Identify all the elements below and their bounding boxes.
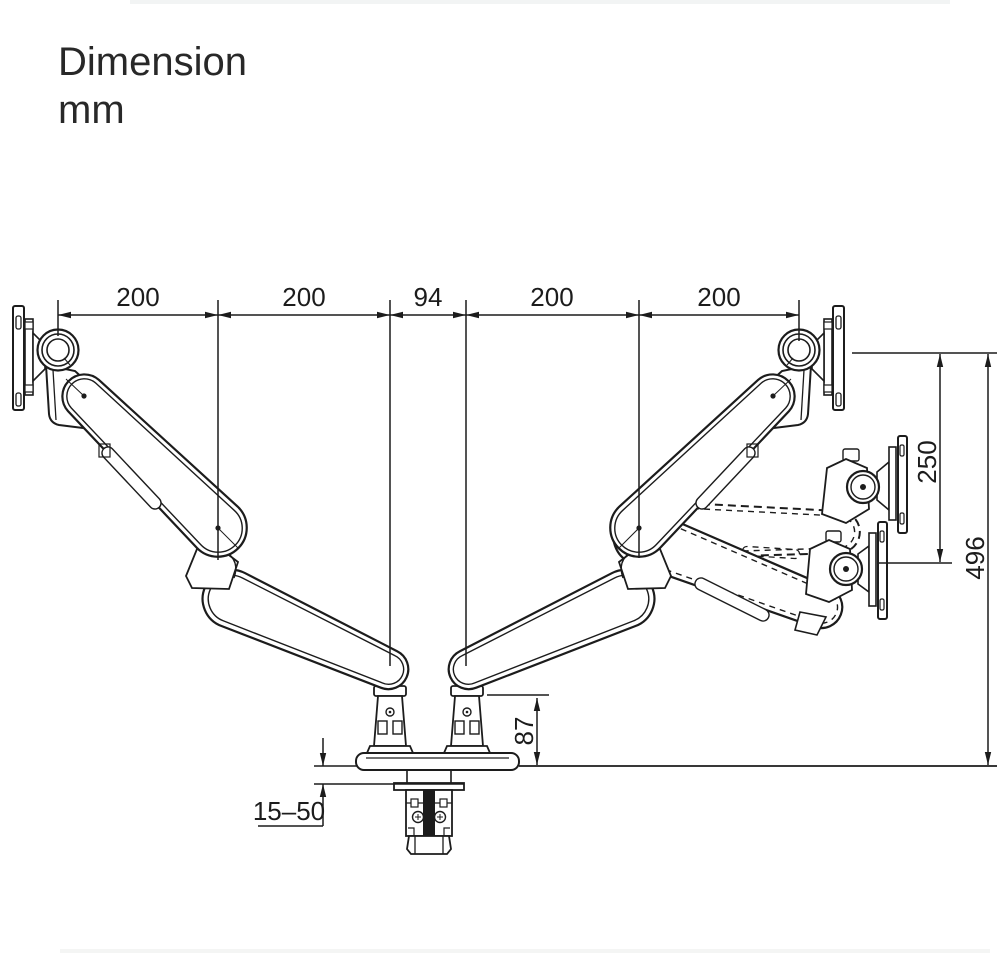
- alt-lowered-vesa-slot-bottom: [879, 598, 885, 611]
- post-cutout-left: [377, 720, 388, 735]
- dim-label-clamp-range: 15–50: [253, 796, 325, 826]
- dimension-arrowhead: [58, 311, 71, 319]
- dimension-arrowhead: [390, 311, 403, 319]
- alt-horizontal-vesa-plate: [897, 435, 908, 534]
- dim-label-496: 496: [960, 536, 990, 579]
- alt-horizontal-vesa-slot-top: [899, 444, 905, 457]
- left-ball-split-line: [63, 357, 71, 366]
- right-arm-assembly: [447, 304, 846, 691]
- left-ball-core: [46, 338, 70, 362]
- alt-lowered-vesa-slot-top: [879, 530, 885, 543]
- right-shoulder-post: [443, 685, 491, 754]
- dimension-arrowhead: [984, 752, 992, 765]
- alt-horizontal-pivot-dot: [860, 484, 866, 490]
- dim-label-200-right-outer: 200: [697, 282, 740, 312]
- left-forearm-outline: [201, 568, 410, 691]
- right-dimension-lines: [852, 352, 997, 765]
- dim-label-200-left-inner: 200: [282, 282, 325, 312]
- left-forearm-inner: [207, 574, 405, 686]
- dim-label-250: 250: [912, 440, 942, 483]
- dimension-arrowhead: [319, 784, 327, 797]
- post-cutout-right: [392, 720, 403, 735]
- post-screw-dot: [388, 710, 392, 714]
- unit-label: mm: [58, 88, 125, 132]
- clamp-screw-left-cross: [415, 814, 421, 820]
- left-top-pivot-leader: [65, 378, 85, 397]
- clamp-jaw-lines: [414, 836, 444, 854]
- alt-lowered-pivot-dot: [843, 566, 849, 572]
- clamp-stem: [406, 770, 452, 783]
- dimension-arrows: [58, 311, 992, 797]
- dimension-arrowhead: [218, 311, 231, 319]
- dimension-arrowhead: [984, 354, 992, 367]
- clamp-lead-screw: [423, 790, 435, 836]
- page-title: Dimension: [58, 40, 247, 84]
- left-head-bracket-seam: [52, 369, 57, 421]
- dimension-arrowhead: [533, 698, 541, 711]
- desk-clamp-assembly: [355, 752, 520, 855]
- clamp-notch-right: [439, 798, 448, 808]
- base-plate: [355, 752, 520, 771]
- left-adapter-bar: [24, 318, 34, 396]
- alt-lowered-monitor-mount: [805, 521, 888, 620]
- dimension-arrowhead: [626, 311, 639, 319]
- left-vesa-slot-top: [15, 315, 22, 330]
- left-adapter-tick-top: [24, 321, 34, 330]
- dimension-arrowhead: [936, 549, 944, 562]
- clamp-range-dimension-lines: [258, 738, 464, 827]
- alt-horizontal-monitor-mount: [821, 435, 908, 534]
- alt-horizontal-adapter-bar: [888, 446, 897, 521]
- left-arm-assembly: [12, 305, 410, 691]
- clamp-screw-right-cross: [437, 814, 443, 820]
- dim-label-200-left-outer: 200: [116, 282, 159, 312]
- dimension-arrowhead: [319, 753, 327, 766]
- left-shoulder-post: [365, 685, 415, 754]
- dimension-arrowhead: [377, 311, 390, 319]
- dimension-arrowhead: [786, 311, 799, 319]
- clamp-notch-left: [410, 798, 419, 808]
- dimension-arrowhead: [466, 311, 479, 319]
- alt-horizontal-vesa-slot-bottom: [899, 512, 905, 525]
- left-upper-arm-slot: [101, 446, 162, 510]
- alt-lowered-arm-slot: [694, 577, 770, 622]
- dimension-arrowhead: [936, 354, 944, 367]
- top-dimension-chain-lines: [57, 300, 800, 666]
- left-elbow-pivot-leader: [217, 527, 240, 550]
- left-vesa-slot-bottom: [15, 392, 22, 407]
- scan-artifact-top: [130, 0, 950, 4]
- scan-artifact-bottom: [60, 949, 990, 953]
- dimension-arrowhead: [639, 311, 652, 319]
- dim-label-94-center: 94: [414, 282, 443, 312]
- clamp-lower-jaw: [406, 835, 452, 855]
- dim-label-87: 87: [509, 717, 539, 746]
- alt-lowered-adapter-bar: [868, 532, 877, 607]
- dimension-arrowhead: [205, 311, 218, 319]
- clamp-corner-brackets: [408, 827, 450, 836]
- dim-label-200-right-inner: 200: [530, 282, 573, 312]
- alt-lowered-vesa-plate: [877, 521, 888, 620]
- post-foot: [365, 745, 415, 754]
- dimension-arrowhead: [533, 752, 541, 765]
- left-adapter-tick-bottom: [24, 384, 34, 393]
- left-upper-arm-slot-notch: [98, 443, 111, 458]
- alt-lowered-arm-bracket: [794, 611, 828, 636]
- left-vesa-plate: [12, 305, 25, 411]
- alt-horizontal-arm-inner: [619, 505, 856, 555]
- dimension-arrowhead: [453, 311, 466, 319]
